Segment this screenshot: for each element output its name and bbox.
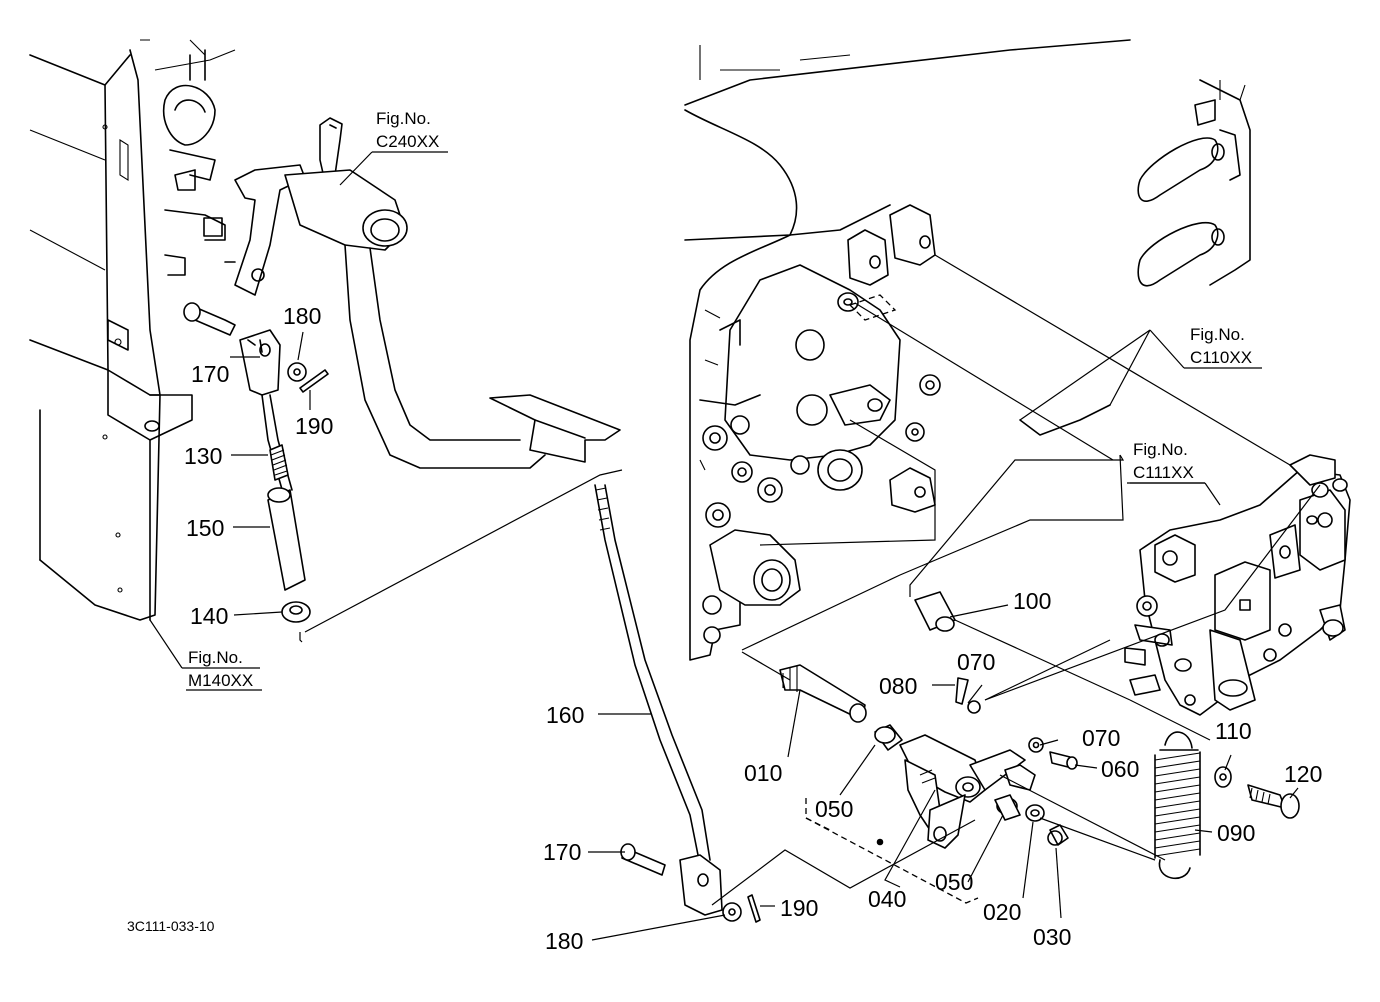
part-label-090: 090 xyxy=(1217,820,1255,846)
part-label-160: 160 xyxy=(546,702,584,728)
part-label-180: 180 xyxy=(545,928,583,954)
part-label-190: 190 xyxy=(295,413,333,439)
frame-bracket-drawing xyxy=(29,39,236,621)
part-label-170: 170 xyxy=(191,361,229,387)
part-label-120: 120 xyxy=(1284,761,1322,787)
part-labels: 180 170 190 130 150 140 100 070 080 160 … xyxy=(184,303,1322,954)
fig-ref-c111-title: Fig.No. xyxy=(1133,440,1188,459)
leader-lines xyxy=(149,151,1321,941)
part-label-180: 180 xyxy=(283,303,321,329)
part-label-050: 050 xyxy=(815,796,853,822)
pedal-drawing xyxy=(224,117,621,469)
left-rod-drawing xyxy=(183,302,329,623)
fig-ref-c111-code: C111XX xyxy=(1133,463,1194,482)
part-label-040: 040 xyxy=(868,886,906,912)
part-label-140: 140 xyxy=(190,603,228,629)
fig-ref-m140-code: M140XX xyxy=(188,671,253,690)
part-label-190: 190 xyxy=(780,895,818,921)
housing-drawing xyxy=(684,39,1251,661)
fig-ref-c110-code: C110XX xyxy=(1190,348,1252,367)
drawing-code: 3C111-033-10 xyxy=(127,918,215,934)
part-label-070: 070 xyxy=(1082,725,1120,751)
part-label-080: 080 xyxy=(879,673,917,699)
part-label-130: 130 xyxy=(184,443,222,469)
fig-ref-c110-title: Fig.No. xyxy=(1190,325,1245,344)
part-label-020: 020 xyxy=(983,899,1021,925)
fig-ref-c240-title: Fig.No. xyxy=(376,109,431,128)
fig-ref-m140-title: Fig.No. xyxy=(188,648,243,667)
lever-drawing xyxy=(779,591,1300,880)
part-label-110: 110 xyxy=(1215,718,1252,744)
part-label-050: 050 xyxy=(935,869,973,895)
fig-ref-c240-code: C240XX xyxy=(376,132,439,151)
part-label-030: 030 xyxy=(1033,924,1071,950)
fig-ref-labels: Fig.No. C240XX Fig.No. C110XX Fig.No. C1… xyxy=(186,109,1252,691)
valve-drawing xyxy=(1124,454,1351,716)
part-label-150: 150 xyxy=(186,515,224,541)
part-label-010: 010 xyxy=(744,760,782,786)
part-label-070: 070 xyxy=(957,649,995,675)
part-label-100: 100 xyxy=(1013,588,1051,614)
part-label-170: 170 xyxy=(543,839,581,865)
long-rod-drawing xyxy=(594,484,761,923)
part-label-060: 060 xyxy=(1101,756,1139,782)
